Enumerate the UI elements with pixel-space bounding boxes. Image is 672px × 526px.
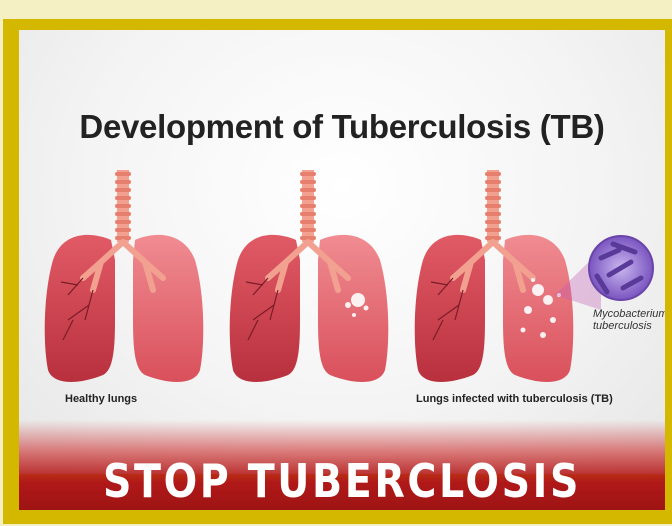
microbe-label: Mycobacterium tuberculosis [593, 308, 665, 332]
page-title: Development of Tuberculosis (TB) [19, 108, 665, 146]
caption-infected: Lungs infected with tuberculosis (TB) [416, 393, 613, 405]
microbe-label-line2: tuberculosis [593, 320, 665, 332]
banner-text: STOP TUBERCLOSIS [64, 454, 620, 518]
bacteria-icon [589, 236, 653, 300]
microbe-label-line1: Mycobacterium [593, 308, 665, 320]
illustration-panel: Development of Tuberculosis (TB) Healthy… [19, 30, 665, 474]
caption-healthy: Healthy lungs [65, 393, 137, 405]
lungs-illustration [19, 30, 665, 474]
